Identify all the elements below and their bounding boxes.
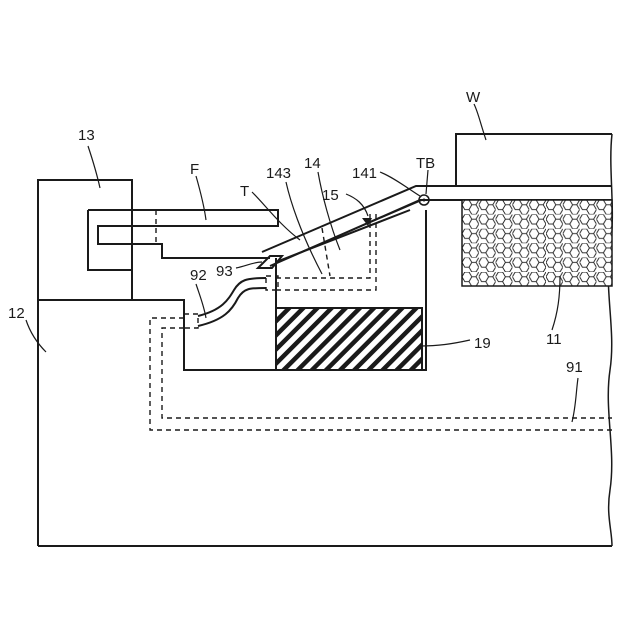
label-92: 92 bbox=[190, 267, 207, 284]
tube-92 bbox=[198, 278, 266, 326]
leader-tb bbox=[426, 170, 428, 194]
leader-12 bbox=[26, 320, 46, 352]
supply-line-15 bbox=[322, 228, 330, 276]
leader-15 bbox=[346, 194, 368, 216]
leader-92 bbox=[196, 284, 206, 318]
label-tb: TB bbox=[416, 155, 435, 172]
tb-dot bbox=[423, 199, 426, 202]
label-141: 141 bbox=[352, 165, 377, 182]
leader-t bbox=[252, 192, 300, 240]
label-91: 91 bbox=[566, 359, 583, 376]
label-t: T bbox=[240, 183, 249, 200]
workpiece-w bbox=[456, 134, 612, 186]
leader-91 bbox=[572, 378, 578, 422]
stage-13-upper bbox=[88, 210, 278, 258]
label-93: 93 bbox=[216, 263, 233, 280]
guide-inner-line bbox=[278, 200, 422, 262]
label-14: 14 bbox=[304, 155, 321, 172]
label-19: 19 bbox=[474, 335, 491, 352]
label-12: 12 bbox=[8, 305, 25, 322]
leader-19 bbox=[420, 340, 470, 346]
label-143: 143 bbox=[266, 165, 291, 182]
break-line bbox=[608, 134, 612, 546]
label-15: 15 bbox=[322, 187, 339, 204]
connector-92-a bbox=[184, 314, 198, 328]
leader-13 bbox=[88, 146, 100, 188]
leader-f bbox=[196, 176, 206, 220]
body-12-top-step bbox=[38, 300, 276, 370]
label-13: 13 bbox=[78, 127, 95, 144]
label-f: F bbox=[190, 161, 199, 178]
label-w: W bbox=[466, 89, 481, 106]
honeycomb-11 bbox=[462, 200, 612, 286]
label-11: 11 bbox=[546, 331, 562, 348]
stage-13 bbox=[88, 210, 132, 300]
hatched-block-19 bbox=[276, 308, 422, 370]
